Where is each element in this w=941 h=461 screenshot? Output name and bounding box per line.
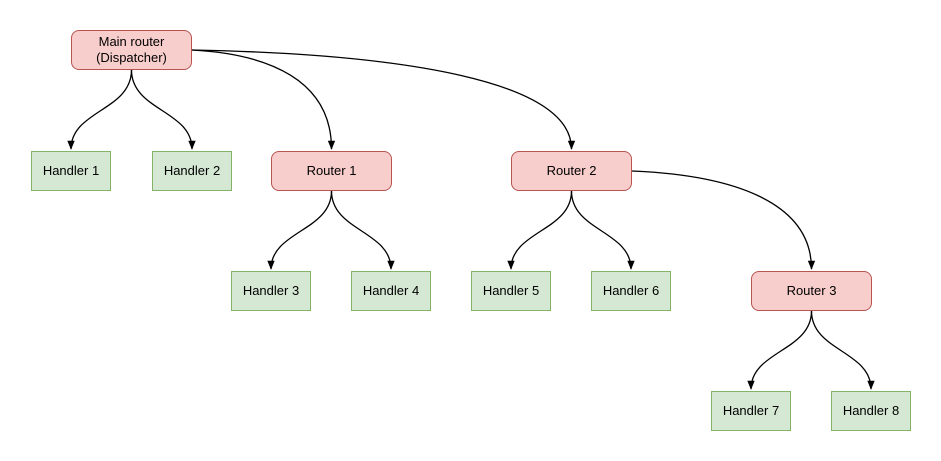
edge-main-router-to-handler-2	[130, 69, 196, 150]
edge-router-2-to-handler-6	[570, 190, 635, 270]
node-handler-7: Handler 7	[711, 391, 791, 431]
node-handler-1: Handler 1	[31, 151, 111, 191]
node-label-handler-2: Handler 2	[163, 162, 221, 178]
node-label-router-1: Router 1	[306, 162, 357, 178]
edge-main-router-to-router-2	[191, 49, 576, 150]
node-label-main-router: Main router (Dispatcher)	[96, 33, 167, 65]
node-router-1: Router 1	[271, 151, 392, 191]
node-label-router-2: Router 2	[546, 162, 597, 178]
node-label-handler-8: Handler 8	[842, 402, 900, 418]
node-handler-6: Handler 6	[591, 271, 671, 311]
node-handler-3: Handler 3	[231, 271, 311, 311]
edge-router-1-to-handler-3	[267, 190, 333, 270]
node-handler-4: Handler 4	[351, 271, 431, 311]
node-handler-8: Handler 8	[831, 391, 911, 431]
node-main-router: Main router (Dispatcher)	[71, 30, 192, 70]
node-label-handler-5: Handler 5	[482, 282, 540, 298]
node-label-handler-7: Handler 7	[722, 402, 780, 418]
edge-router-3-to-handler-8	[810, 310, 875, 390]
node-label-handler-1: Handler 1	[42, 162, 100, 178]
edge-main-router-to-router-1	[191, 49, 336, 150]
node-label-handler-4: Handler 4	[362, 282, 420, 298]
node-label-router-3: Router 3	[786, 282, 837, 298]
edge-router-1-to-handler-4	[330, 190, 395, 270]
node-handler-5: Handler 5	[471, 271, 551, 311]
node-handler-2: Handler 2	[152, 151, 232, 191]
node-router-3: Router 3	[751, 271, 872, 311]
node-label-handler-3: Handler 3	[242, 282, 300, 298]
node-label-handler-6: Handler 6	[602, 282, 660, 298]
edge-router-2-to-router-3	[631, 170, 816, 270]
node-router-2: Router 2	[511, 151, 632, 191]
edge-router-2-to-handler-5	[507, 190, 573, 270]
edge-main-router-to-handler-1	[67, 69, 133, 150]
edge-router-3-to-handler-7	[747, 310, 813, 390]
